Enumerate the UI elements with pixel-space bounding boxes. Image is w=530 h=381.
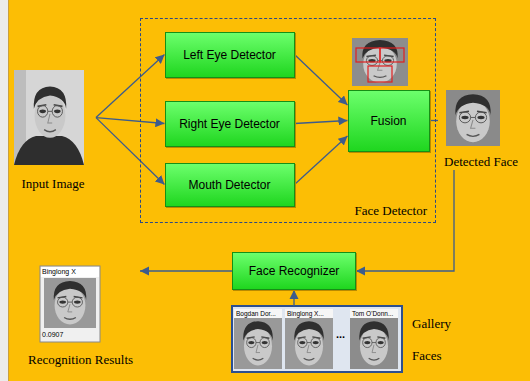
- face-picture: [359, 321, 389, 365]
- flow-arrow: [295, 121, 348, 124]
- flow-arrow: [295, 136, 348, 185]
- face-detector-region: Face Detector Left Eye DetectorRight Eye …: [140, 18, 436, 223]
- eye-window: [380, 48, 404, 62]
- detector-box: Mouth Detector: [165, 163, 295, 207]
- side-strip: [0, 0, 8, 381]
- result-title: [41, 267, 99, 277]
- flow-arrow: [295, 55, 348, 106]
- eye-window: [356, 48, 380, 62]
- box-label: Fusion: [370, 114, 406, 128]
- image-caption: Gallery Faces: [412, 308, 468, 372]
- gallery-faces: Bogdan Dor... Binglong X...... Tom O'Donn.…: [232, 306, 402, 372]
- result-frame: [40, 266, 100, 342]
- detected-thumb: [446, 90, 500, 146]
- thumb-face: [285, 318, 333, 369]
- box-label: Left Eye Detector: [183, 48, 276, 62]
- flow-arrow: [356, 170, 454, 271]
- side-strip-edge: [8, 0, 9, 381]
- face-picture: [294, 321, 324, 365]
- result-face: [44, 278, 96, 328]
- flow-arrow: [430, 120, 439, 121]
- face-picture: [34, 86, 66, 137]
- gallery-frame: [232, 306, 402, 372]
- detected-face: Detected Face: [438, 88, 524, 170]
- result-name: Binglong X: [42, 267, 76, 276]
- thumb-title: [234, 309, 282, 318]
- face-picture: [243, 321, 273, 365]
- box-label: Face Recognizer: [249, 264, 340, 278]
- thumbnail-name: Bogdan Dor...: [236, 309, 276, 318]
- recognition-result: Binglong X 0.0907Recognition Results: [28, 264, 140, 368]
- face-picture: [54, 281, 86, 324]
- box-label: Mouth Detector: [188, 178, 270, 192]
- fusion-box: Fusion: [348, 90, 430, 152]
- input-image: Input Image: [10, 68, 96, 192]
- image-caption: Detected Face: [444, 154, 518, 170]
- flow-arrow: [293, 290, 294, 306]
- thumb-title: [285, 309, 333, 318]
- photo-ground: [14, 70, 84, 165]
- box-label: Right Eye Detector: [179, 117, 280, 131]
- result-score: 0.0907: [42, 330, 63, 340]
- thumb-title: [350, 309, 398, 318]
- flow-arrow: [96, 55, 165, 118]
- thumb-face: [234, 318, 282, 369]
- recognizer-box: Face Recognizer: [232, 252, 356, 290]
- flow-arrow: [96, 118, 165, 124]
- mouth-window: [368, 66, 392, 82]
- image-caption: Input Image: [21, 176, 84, 192]
- detector-box: Left Eye Detector: [165, 32, 295, 78]
- thumbnail-name: Tom O'Donn...: [352, 309, 393, 318]
- detector-box: Right Eye Detector: [165, 101, 295, 147]
- shoulders: [14, 136, 84, 165]
- fusion-thumb: [352, 38, 408, 86]
- image-caption: Recognition Results: [28, 352, 133, 368]
- group-label: Face Detector: [354, 203, 427, 219]
- flow-arrow: [140, 270, 232, 271]
- face-picture: [455, 94, 490, 142]
- thumbnail-name: Binglong X...: [287, 309, 324, 318]
- thumb-face: [350, 318, 398, 369]
- ellipsis: ...: [336, 328, 345, 340]
- flow-arrow: [96, 118, 165, 185]
